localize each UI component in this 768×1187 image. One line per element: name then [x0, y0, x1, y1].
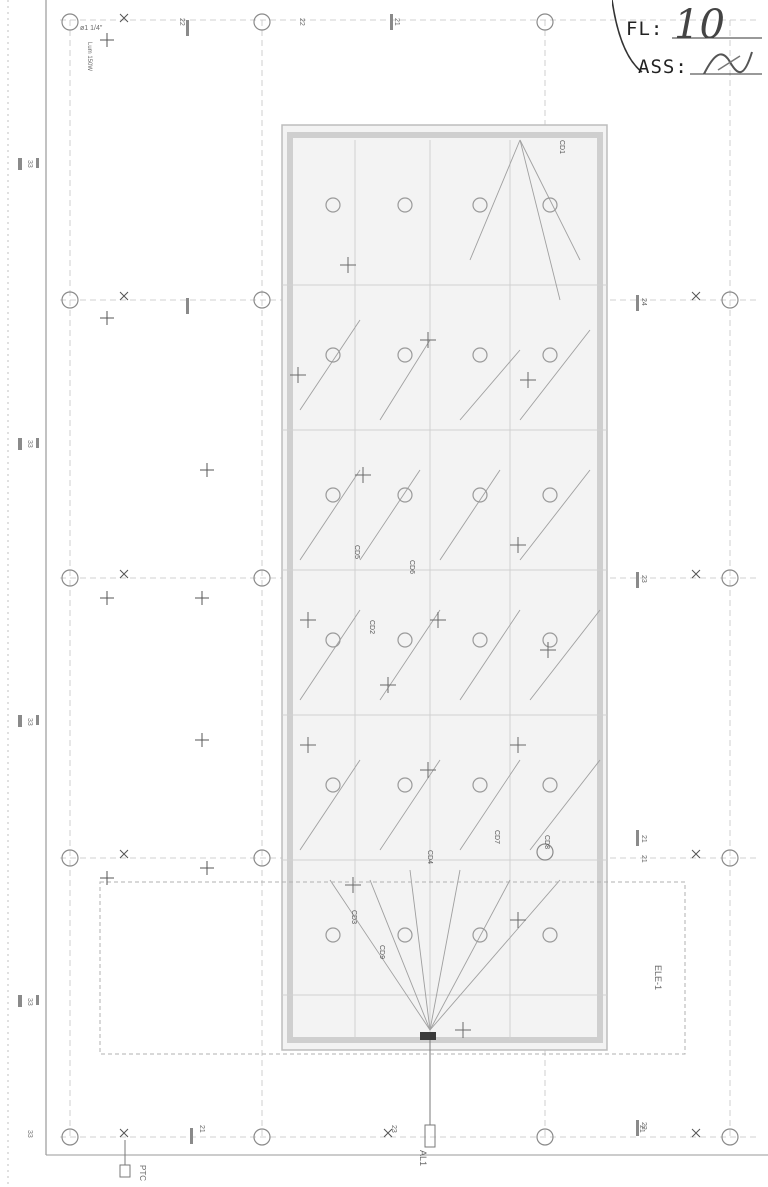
cd-label: CD9 — [378, 945, 385, 959]
annotation-marks — [18, 14, 639, 1144]
cd-label: CD4 — [426, 850, 433, 864]
bottom-circuit-label: 23 — [390, 1125, 397, 1133]
lower-room-outline — [99, 881, 686, 1055]
circuit-label: 24 — [640, 298, 647, 306]
stamp-border — [612, 0, 762, 75]
cd-label: CD5 — [353, 545, 360, 559]
cd-label: CD1 — [558, 140, 565, 154]
title-stamp: FL: 10 ASS: — [612, 0, 768, 100]
perimeter-fixtures — [61, 13, 739, 1146]
row-label: 33 — [26, 718, 33, 726]
bottom-ref-al1: AL1 — [418, 1150, 428, 1166]
row-label: 33 — [26, 998, 33, 1006]
fl-value: 10 — [674, 2, 725, 48]
top-circuit-label: 21 — [393, 18, 400, 26]
ptc-device — [119, 1140, 131, 1178]
ass-signature — [703, 51, 753, 75]
cd-label: CD3 — [350, 910, 357, 924]
circuit-label: 21 — [640, 835, 647, 843]
row-label: 33 — [26, 1130, 33, 1138]
top-circuit-label: 22 — [178, 18, 185, 26]
fixture-label: Lum 150W — [86, 42, 92, 71]
bottom-circuit-label: 21 — [638, 1125, 645, 1133]
cd-label: CD7 — [493, 830, 500, 844]
outer-frame — [7, 0, 768, 1187]
conduit-label: ø1 1/4" — [80, 25, 103, 32]
circuit-label: 21 — [640, 855, 647, 863]
central-room-block — [281, 124, 608, 1148]
switch-symbols — [100, 13, 701, 1138]
bottom-left-ptc: PTC — [138, 1165, 147, 1181]
bottom-circuit-label: 21 — [198, 1125, 205, 1133]
cd-label: CD6 — [408, 560, 415, 574]
fl-label: FL: — [626, 18, 664, 40]
row-label: 33 — [26, 160, 33, 168]
ass-label: ASS: — [638, 56, 688, 78]
top-circuit-label: 22 — [298, 18, 305, 26]
row-label: 33 — [26, 440, 33, 448]
circuit-label: 22 — [640, 1122, 647, 1130]
circuit-label: 23 — [640, 575, 647, 583]
side-label-ele: ELE-1 — [653, 965, 663, 990]
cd-label: CD2 — [368, 620, 375, 634]
cd-label: CD8 — [543, 835, 550, 849]
